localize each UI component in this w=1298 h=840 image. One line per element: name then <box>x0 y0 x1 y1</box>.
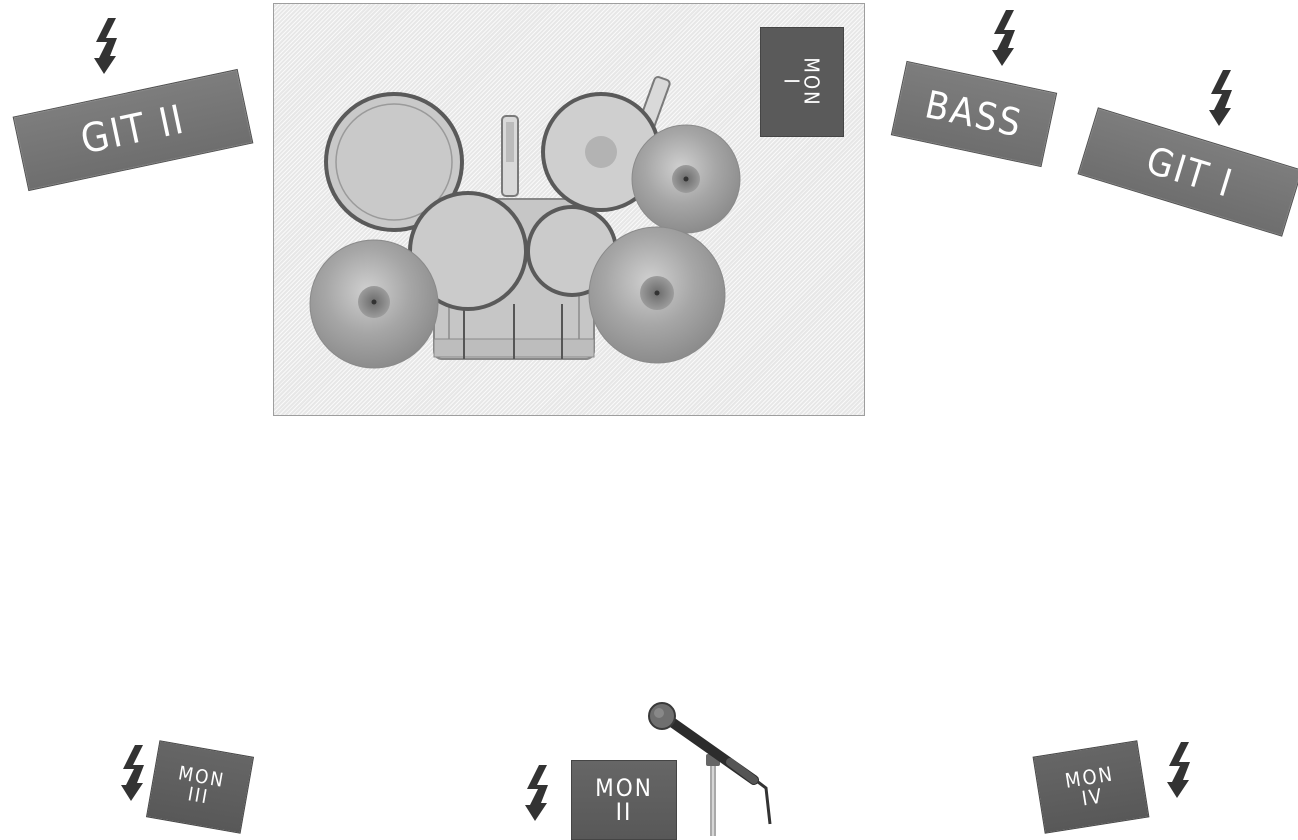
monitor-mon-iii-line2: III <box>186 783 211 809</box>
power-bolt-icon-git1 <box>1205 70 1235 126</box>
cymbal-right-shape <box>588 226 726 364</box>
power-bolt-icon-mon4 <box>1163 742 1193 798</box>
monitor-mon-ii-line1: MON <box>595 774 653 802</box>
monitor-mon-iv-line2: IV <box>1080 783 1106 811</box>
cymbal-top-right-shape <box>631 124 741 234</box>
floor-tom-shape <box>324 92 464 232</box>
drum-riser: MON I <box>273 3 865 416</box>
amp-git-ii[interactable]: GIT II <box>12 68 254 192</box>
monitor-mon-ii[interactable]: MON II <box>571 760 677 840</box>
amp-git-ii-label: GIT II <box>76 96 190 164</box>
monitor-mon-i-line1: MON <box>800 57 824 107</box>
microphone-icon <box>648 702 772 836</box>
monitor-mon-ii-line2: II <box>615 798 633 826</box>
cymbal-left-shape <box>309 239 439 369</box>
monitor-mon-i[interactable]: MON I <box>760 27 844 137</box>
power-bolt-icon-git2 <box>90 18 120 74</box>
drum-kit-icon <box>309 76 741 369</box>
amp-bass-label: BASS <box>921 82 1027 146</box>
power-bolt-icon-bass <box>988 10 1018 66</box>
amp-bass[interactable]: BASS <box>890 60 1058 168</box>
power-bolt-icon-mon2 <box>521 765 551 821</box>
amp-git-i[interactable]: GIT I <box>1077 107 1298 237</box>
amp-git-i-label: GIT I <box>1141 138 1239 206</box>
power-bolt-icon-mon3 <box>117 745 147 801</box>
monitor-mon-iii[interactable]: MON III <box>145 740 255 834</box>
monitor-mon-iv[interactable]: MON IV <box>1032 740 1150 834</box>
